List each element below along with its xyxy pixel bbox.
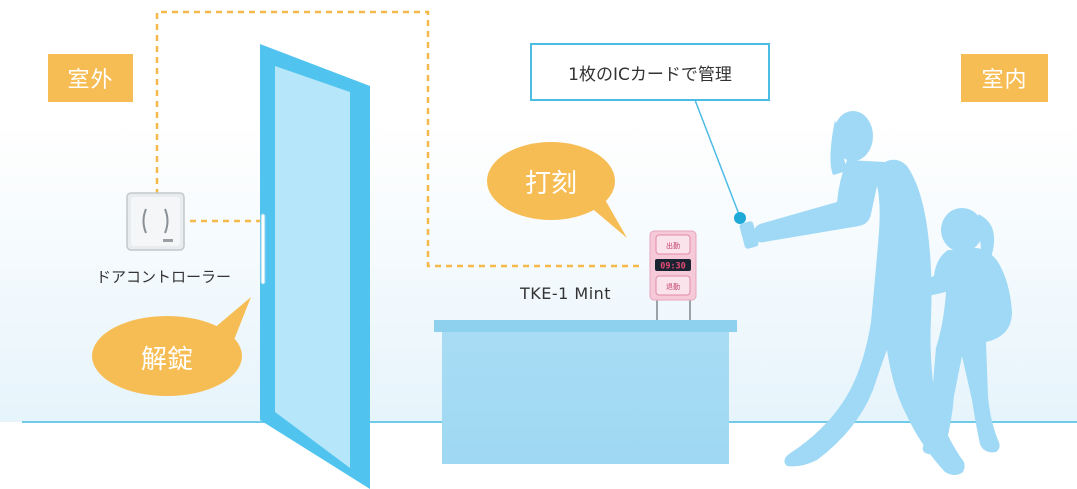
door-icon xyxy=(260,44,370,489)
outdoor-label: 室外 xyxy=(48,54,133,102)
terminal-upper-tag: 出勤 xyxy=(666,241,680,250)
callout-pointer xyxy=(694,99,741,218)
wiring-dashed-lines xyxy=(155,10,640,268)
desk-icon xyxy=(434,320,737,464)
child-silhouette-icon xyxy=(890,208,1012,455)
time-clock-terminal-icon: 出勤 09:30 退勤 xyxy=(649,230,697,320)
terminal-clock-display: 09:30 xyxy=(660,262,686,272)
card-reader-icon xyxy=(126,192,185,251)
clock-in-bubble-text: 打刻 xyxy=(524,168,577,199)
indoor-label: 室内 xyxy=(961,54,1048,102)
terminal-lower-tag: 退勤 xyxy=(666,282,680,291)
unlock-bubble xyxy=(92,297,251,396)
door-controller-caption: ドアコントローラー xyxy=(96,268,232,286)
ic-card-icon xyxy=(734,212,746,224)
ic-card-callout: 1枚のICカードで管理 xyxy=(530,43,770,101)
unlock-bubble-text: 解錠 xyxy=(140,344,193,375)
clock-in-bubble xyxy=(487,142,627,238)
device-model-caption: TKE-1 Mint xyxy=(520,284,612,303)
woman-silhouette-icon xyxy=(739,111,965,475)
